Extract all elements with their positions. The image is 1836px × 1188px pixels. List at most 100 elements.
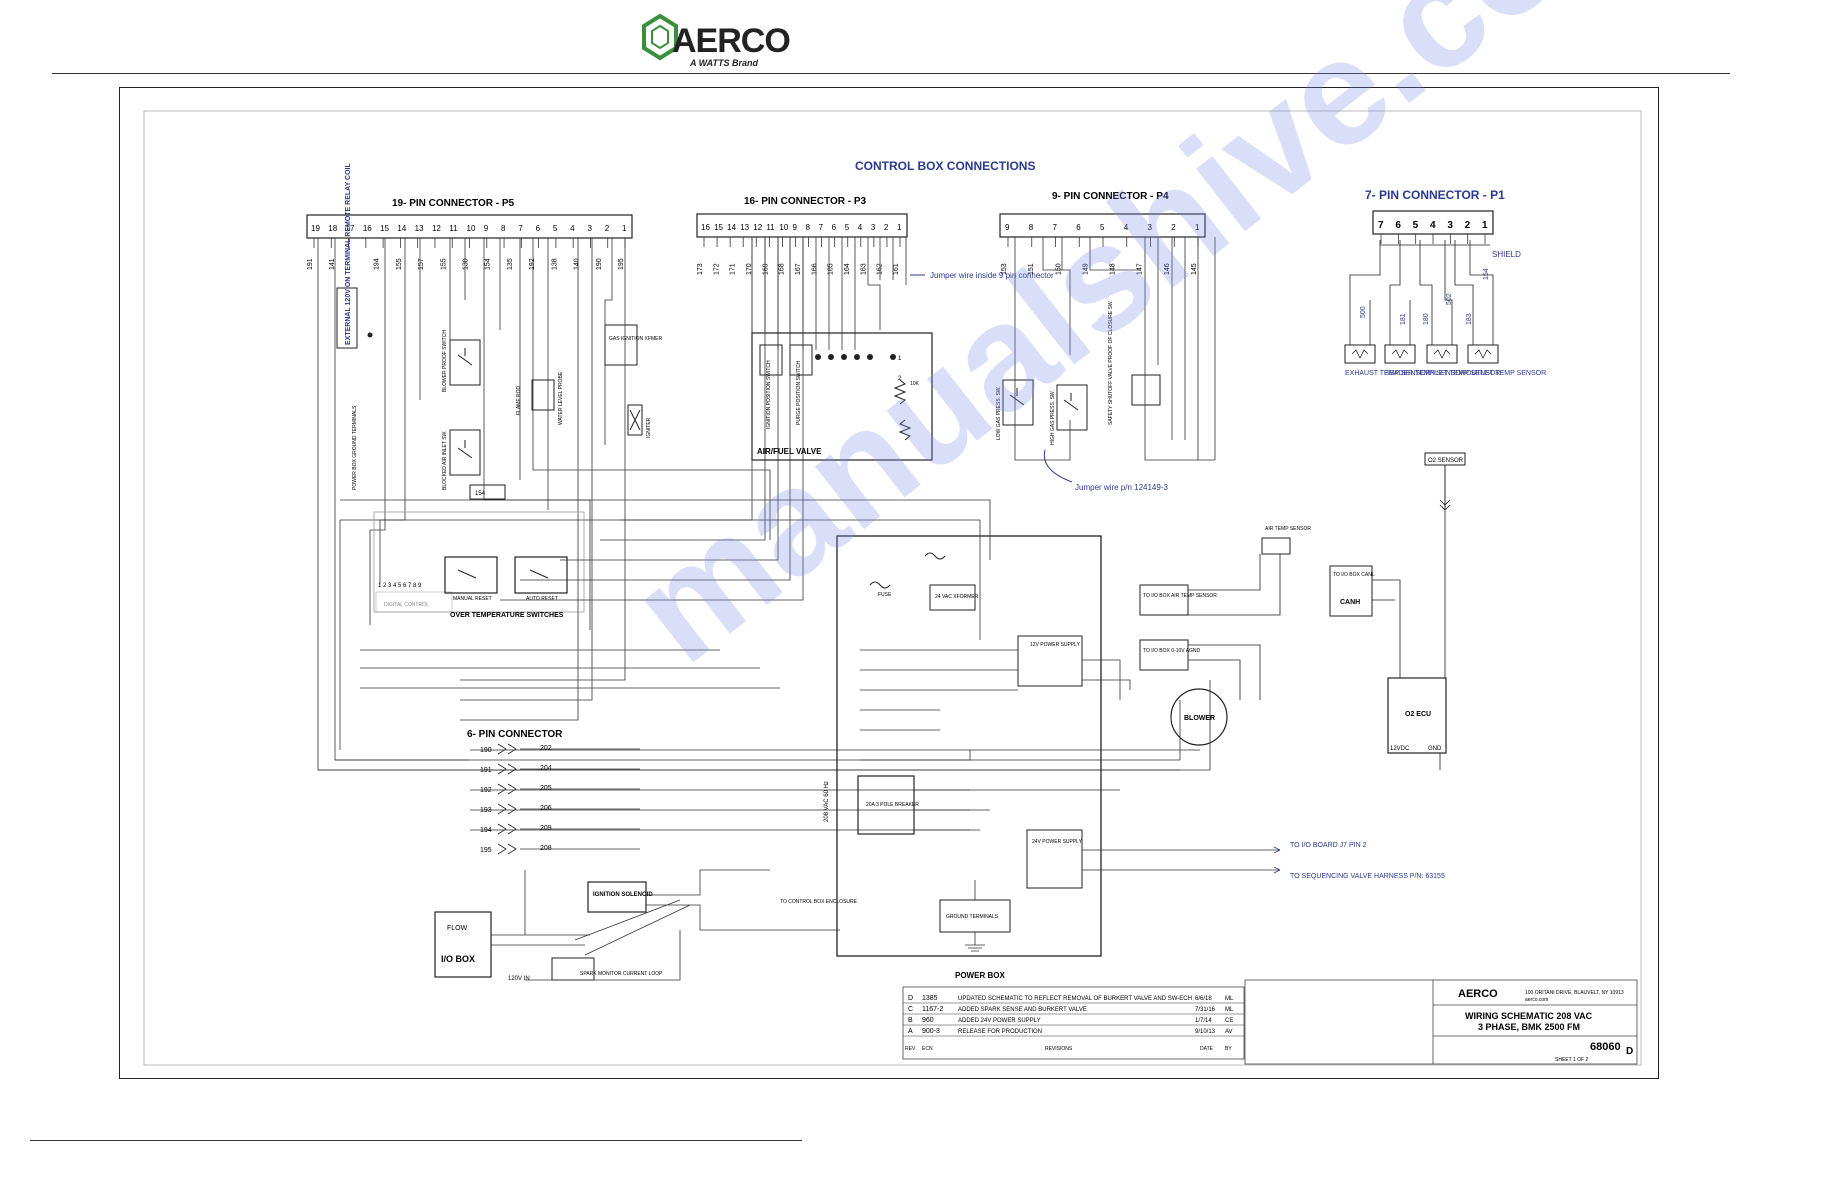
- p5-pins-pin: 11: [449, 224, 458, 233]
- header-sensor-box: [1384, 344, 1416, 364]
- six-pin-contact: [497, 803, 517, 815]
- rev-header-desc: REVISIONS: [1045, 1046, 1073, 1052]
- p1-pins-pin: 4: [1430, 220, 1436, 231]
- rev-ecn: 900-3: [922, 1028, 940, 1035]
- canh-label: CANH: [1340, 599, 1360, 606]
- p3-pins-pin: 5: [845, 223, 850, 232]
- p3-pins-pin: 16: [701, 223, 710, 232]
- tb-title-2: 3 PHASE, BMK 2500 FM: [1478, 1022, 1580, 1032]
- p5-pins-wire-label: 138: [551, 258, 558, 270]
- six-pin-out: 208: [540, 845, 552, 852]
- rev-by: ML: [1225, 996, 1234, 1002]
- p5-pins-wire-label: 157: [418, 258, 425, 270]
- p5-pins-wire-label: 155: [396, 258, 403, 270]
- p3-pins-pin: 11: [766, 223, 775, 232]
- p4-pins-pin: 7: [1053, 223, 1058, 232]
- p5-pins-pin: 17: [346, 224, 355, 233]
- inlet-sensor-box: [1426, 344, 1458, 364]
- power-box-wiring: [860, 649, 1280, 952]
- p5-pins-pin: 14: [397, 224, 406, 233]
- p5-pins-pin: 5: [553, 224, 558, 233]
- p4-label: 9- PIN CONNECTOR - P4: [1052, 191, 1169, 202]
- p4-pins-pin: 9: [1005, 223, 1010, 232]
- p3-pins-pin: 8: [806, 223, 811, 232]
- rev-by: AV: [1225, 1029, 1233, 1035]
- temp-sensors: EXHAUST TEMP SENSOR HEADER TEMP SENSOR I…: [1344, 240, 1546, 377]
- io-agnd-label: TO I/O BOX 0-10V AGND: [1143, 648, 1201, 654]
- header-rule: [52, 73, 1730, 74]
- p4-pins-wire-label: 153: [1001, 263, 1008, 275]
- high-gas-label: HIGH GAS PRESS. SW.: [1050, 390, 1056, 445]
- air-temp-box: [1261, 537, 1291, 555]
- rev-by: ML: [1225, 1007, 1234, 1013]
- p5-pins-wire-label: 155: [440, 258, 447, 270]
- auto-reset-switch: [514, 556, 568, 594]
- rev-desc: ADDED SPARK SENSE AND BURKERT VALVE: [958, 1007, 1087, 1013]
- p4-connector: [999, 213, 1206, 238]
- water-level-probe: [531, 379, 555, 411]
- rev-desc: RELEASE FOR PRODUCTION: [958, 1029, 1042, 1035]
- six-pin-contact: [497, 843, 517, 855]
- six-pin-in: 194: [480, 827, 492, 834]
- p5-pins-pin: 9: [484, 224, 489, 233]
- p3-pins-wire-label: 171: [730, 263, 737, 275]
- six-pin-in: 195: [480, 847, 492, 854]
- p4-pins-pin: 2: [1171, 223, 1176, 232]
- p5-pins-pin: 2: [605, 224, 610, 233]
- canh-box: [1329, 565, 1373, 617]
- p3-pins-wire-label: 173: [697, 263, 704, 275]
- shield-label: SHIELD: [1492, 250, 1521, 259]
- p4-pins-wire-label: 148: [1110, 263, 1117, 275]
- svg-text:10K: 10K: [910, 381, 920, 387]
- p5-pins-wire-label: 130: [463, 258, 470, 270]
- p4-pins-wire-label: 147: [1137, 263, 1144, 275]
- sensor-wire-181: 181: [1400, 313, 1407, 325]
- ecu-gnd: GND: [1428, 746, 1442, 752]
- o2-sensor-label: O2 SENSOR: [1428, 458, 1464, 464]
- svg-text:1: 1: [898, 356, 902, 362]
- p5-pins-pin: 8: [501, 224, 506, 233]
- six-pin-in: 192: [480, 787, 492, 794]
- rev-desc: ADDED 24V POWER SUPPLY: [958, 1018, 1041, 1024]
- p3-pins-wire-label: 172: [713, 263, 720, 275]
- tb-company: AERCO: [1458, 988, 1498, 1000]
- p3-pins-pin: 4: [858, 223, 863, 232]
- high-gas-switch: [1056, 384, 1088, 431]
- six-pin-out: 209: [540, 825, 552, 832]
- sensor-wire-500: 500: [1360, 306, 1367, 318]
- footer-rule: [30, 1140, 802, 1141]
- p5-pins-pin: 16: [363, 224, 372, 233]
- power-box-ground-label: POWER BOX GROUND TERMINALS: [352, 405, 358, 490]
- p5-pins-wire-label: 135: [507, 258, 514, 270]
- jumper-note-1: Jumper wire inside 9 pin connector: [930, 271, 1054, 280]
- p1-pins-pin: 5: [1413, 220, 1419, 231]
- blower-circle: [1170, 688, 1228, 746]
- p5-wiring: [317, 238, 1211, 831]
- external-relay-label: EXTERNAL 120V ON TERMINAL REMOTE RELAY C…: [345, 163, 352, 345]
- rev-ecn: 960: [922, 1017, 934, 1024]
- lower-wiring: [491, 869, 840, 981]
- rev-header-rev: REV: [905, 1046, 916, 1052]
- power-box-label: POWER BOX: [955, 971, 1005, 980]
- rev-header-date: DATE: [1200, 1046, 1214, 1052]
- p5-pins-pin: 18: [328, 224, 337, 233]
- aerco-shield-icon: [642, 13, 678, 61]
- p5-pins-pin: 10: [467, 224, 476, 233]
- six-pin-contact: [497, 743, 517, 755]
- io-air-temp-box: [1139, 584, 1189, 616]
- p3-pins-wire-label: 165: [828, 263, 835, 275]
- p4-wiring: [1014, 237, 1216, 461]
- six-pin-contact: [497, 823, 517, 835]
- p3-pins-wire-label: 166: [811, 263, 818, 275]
- p4-pins-pin: 3: [1148, 223, 1153, 232]
- to-control-box-label: TO CONTROL BOX ENCLOSURE: [780, 899, 858, 905]
- safety-shutoff-label: SAFETY SHUTOFF VALVE PROOF OF CLOSURE SW…: [1108, 300, 1114, 425]
- p5-pins-wire-label: 194: [374, 258, 381, 270]
- rev-letter: D: [908, 995, 913, 1002]
- p5-pins-wire-label: 191: [307, 258, 314, 270]
- manual-reset-switch: [444, 556, 498, 594]
